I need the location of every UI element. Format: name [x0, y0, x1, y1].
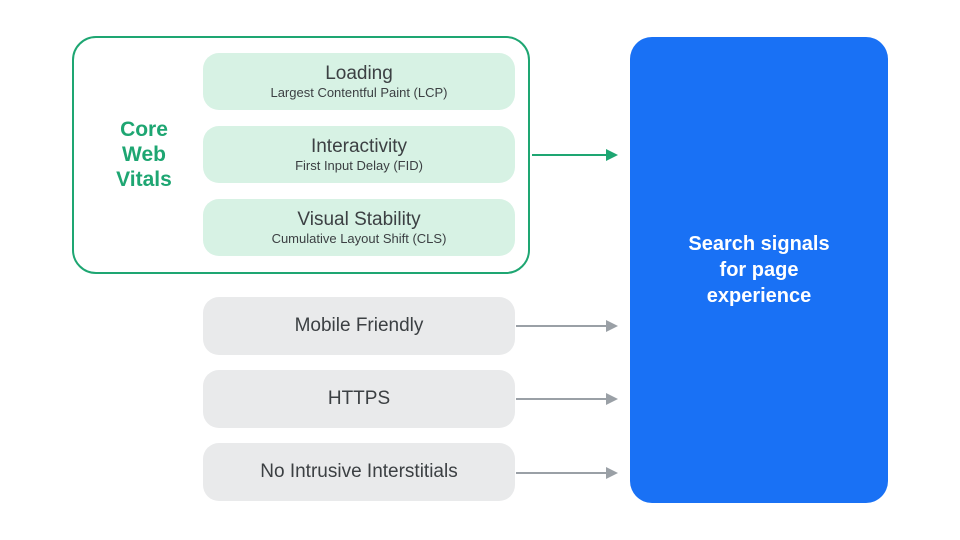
- metric-subtitle: Largest Contentful Paint (LCP): [270, 85, 448, 100]
- signal-pill-no-intrusive-interstitials: No Intrusive Interstitials: [203, 443, 515, 501]
- core-web-vitals-label-line: Vitals: [116, 168, 172, 191]
- core-web-vitals-label-line: Core: [120, 118, 168, 141]
- metric-pill-loading: Loading Largest Contentful Paint (LCP): [203, 53, 515, 110]
- metric-pill-visual-stability: Visual Stability Cumulative Layout Shift…: [203, 199, 515, 256]
- search-signals-label-line: experience: [706, 285, 812, 307]
- metric-subtitle: First Input Delay (FID): [295, 158, 423, 173]
- signal-pill-https: HTTPS: [203, 370, 515, 428]
- signal-label: HTTPS: [327, 388, 391, 409]
- metric-pill-interactivity: Interactivity First Input Delay (FID): [203, 126, 515, 183]
- search-signals-box: Search signals for page experience: [630, 37, 888, 503]
- arrow-core-web-vitals-to-result-icon: [532, 154, 606, 156]
- search-signals-label: Search signals for page experience: [688, 231, 829, 309]
- metric-title: Visual Stability: [297, 209, 421, 230]
- search-signals-label-line: Search signals: [688, 233, 830, 255]
- arrow-https-to-result-icon: [516, 398, 606, 400]
- search-signals-label-line: for page: [719, 259, 799, 281]
- arrow-mobile-friendly-to-result-icon: [516, 325, 606, 327]
- arrow-no-intrusive-interstitials-to-result-icon: [516, 472, 606, 474]
- metric-title: Loading: [325, 63, 393, 84]
- signal-label: Mobile Friendly: [294, 315, 424, 336]
- signal-label: No Intrusive Interstitials: [260, 461, 458, 482]
- core-web-vitals-label-line: Web: [122, 143, 166, 166]
- signal-pill-mobile-friendly: Mobile Friendly: [203, 297, 515, 355]
- metric-subtitle: Cumulative Layout Shift (CLS): [271, 231, 447, 246]
- metric-title: Interactivity: [310, 136, 408, 157]
- core-web-vitals-label: Core Web Vitals: [79, 117, 209, 192]
